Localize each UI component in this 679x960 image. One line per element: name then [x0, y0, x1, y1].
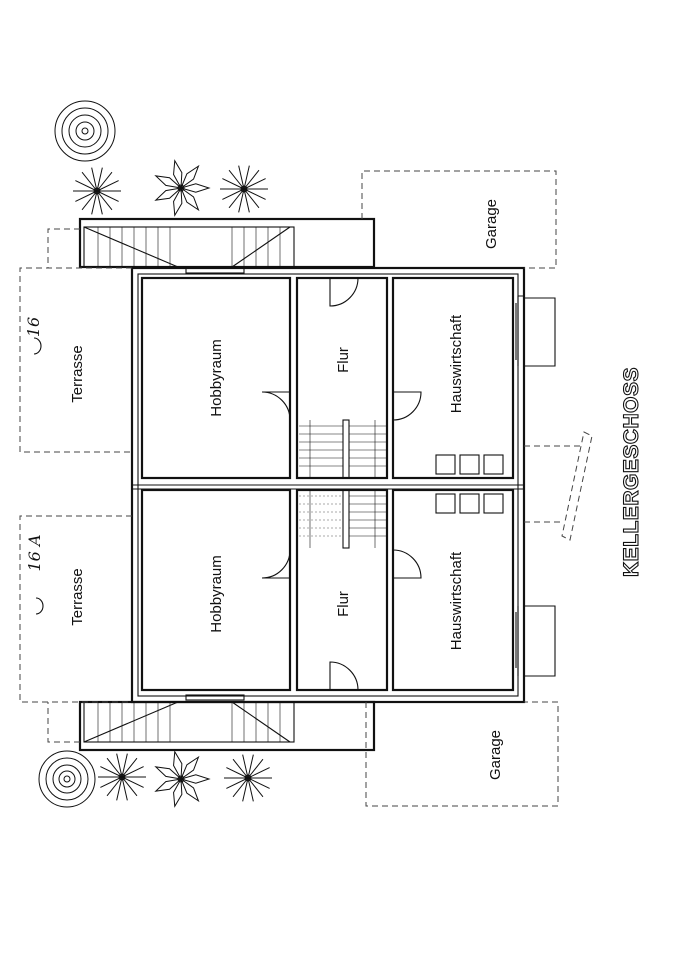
- connector-dashes: [524, 431, 593, 541]
- shrub-icon: [154, 159, 211, 217]
- appliances-lower: [435, 493, 504, 514]
- exterior-stair-lower: [78, 700, 376, 752]
- shrub-icon: [224, 754, 272, 802]
- shrub-icon: [98, 753, 146, 801]
- door-hall-lower: [329, 661, 359, 691]
- room-label-utility-lower: Hauswirtschaft: [448, 551, 465, 650]
- door-utility-upper: [392, 391, 422, 421]
- terrace-upper-outline: [19, 228, 132, 453]
- stair-lower: [299, 489, 386, 549]
- unit-number-upper: 16: [24, 317, 43, 337]
- room-label-terrace-lower: Terrasse: [69, 568, 86, 626]
- door-hobby-upper: [261, 391, 291, 421]
- garage-upper-outline: [361, 170, 557, 269]
- utility-room-upper: [391, 276, 515, 480]
- hall-upper: [295, 276, 389, 480]
- door-hall-upper: [329, 277, 359, 307]
- door-hobby-lower: [261, 549, 291, 579]
- shrub-icon: [220, 165, 268, 213]
- light-well-lower: [517, 605, 556, 677]
- garage-lower-outline: [365, 701, 559, 807]
- stair-upper: [299, 419, 386, 479]
- shrub-icons: [73, 159, 272, 808]
- hobby-room-lower: [140, 488, 292, 692]
- room-label-hobby-lower: Hobbyraum: [208, 555, 225, 633]
- room-label-hobby-upper: Hobbyraum: [208, 339, 225, 417]
- hall-lower: [295, 488, 389, 692]
- appliances-upper: [435, 454, 504, 475]
- building-outline: [130, 266, 526, 704]
- tree-lower-icon: [38, 750, 96, 808]
- unit-marker-upper: [33, 337, 42, 355]
- plan-title: KELLERGESCHOSS: [620, 367, 643, 577]
- shrub-icon: [154, 750, 211, 808]
- room-label-hall-lower: Flur: [335, 591, 352, 617]
- room-label-hall-upper: Flur: [335, 347, 352, 373]
- utility-room-lower: [391, 488, 515, 692]
- unit-number-lower: 16 A: [25, 535, 44, 572]
- hobby-room-upper: [140, 276, 292, 480]
- lower-unit: [140, 488, 556, 701]
- room-label-utility-upper: Hauswirtschaft: [448, 314, 465, 413]
- window-lower: [185, 694, 245, 701]
- unit-marker-lower: [35, 597, 44, 615]
- terrace-lower-outline: [19, 515, 132, 743]
- room-label-garage-upper: Garage: [483, 199, 500, 249]
- room-label-terrace-upper: Terrasse: [69, 345, 86, 403]
- tree-upper-icon: [54, 100, 116, 162]
- shrub-icon: [73, 167, 121, 215]
- exterior-stair-upper: [78, 217, 376, 269]
- door-utility-lower: [392, 549, 422, 579]
- room-label-garage-lower: Garage: [487, 730, 504, 780]
- light-well-upper: [517, 295, 556, 367]
